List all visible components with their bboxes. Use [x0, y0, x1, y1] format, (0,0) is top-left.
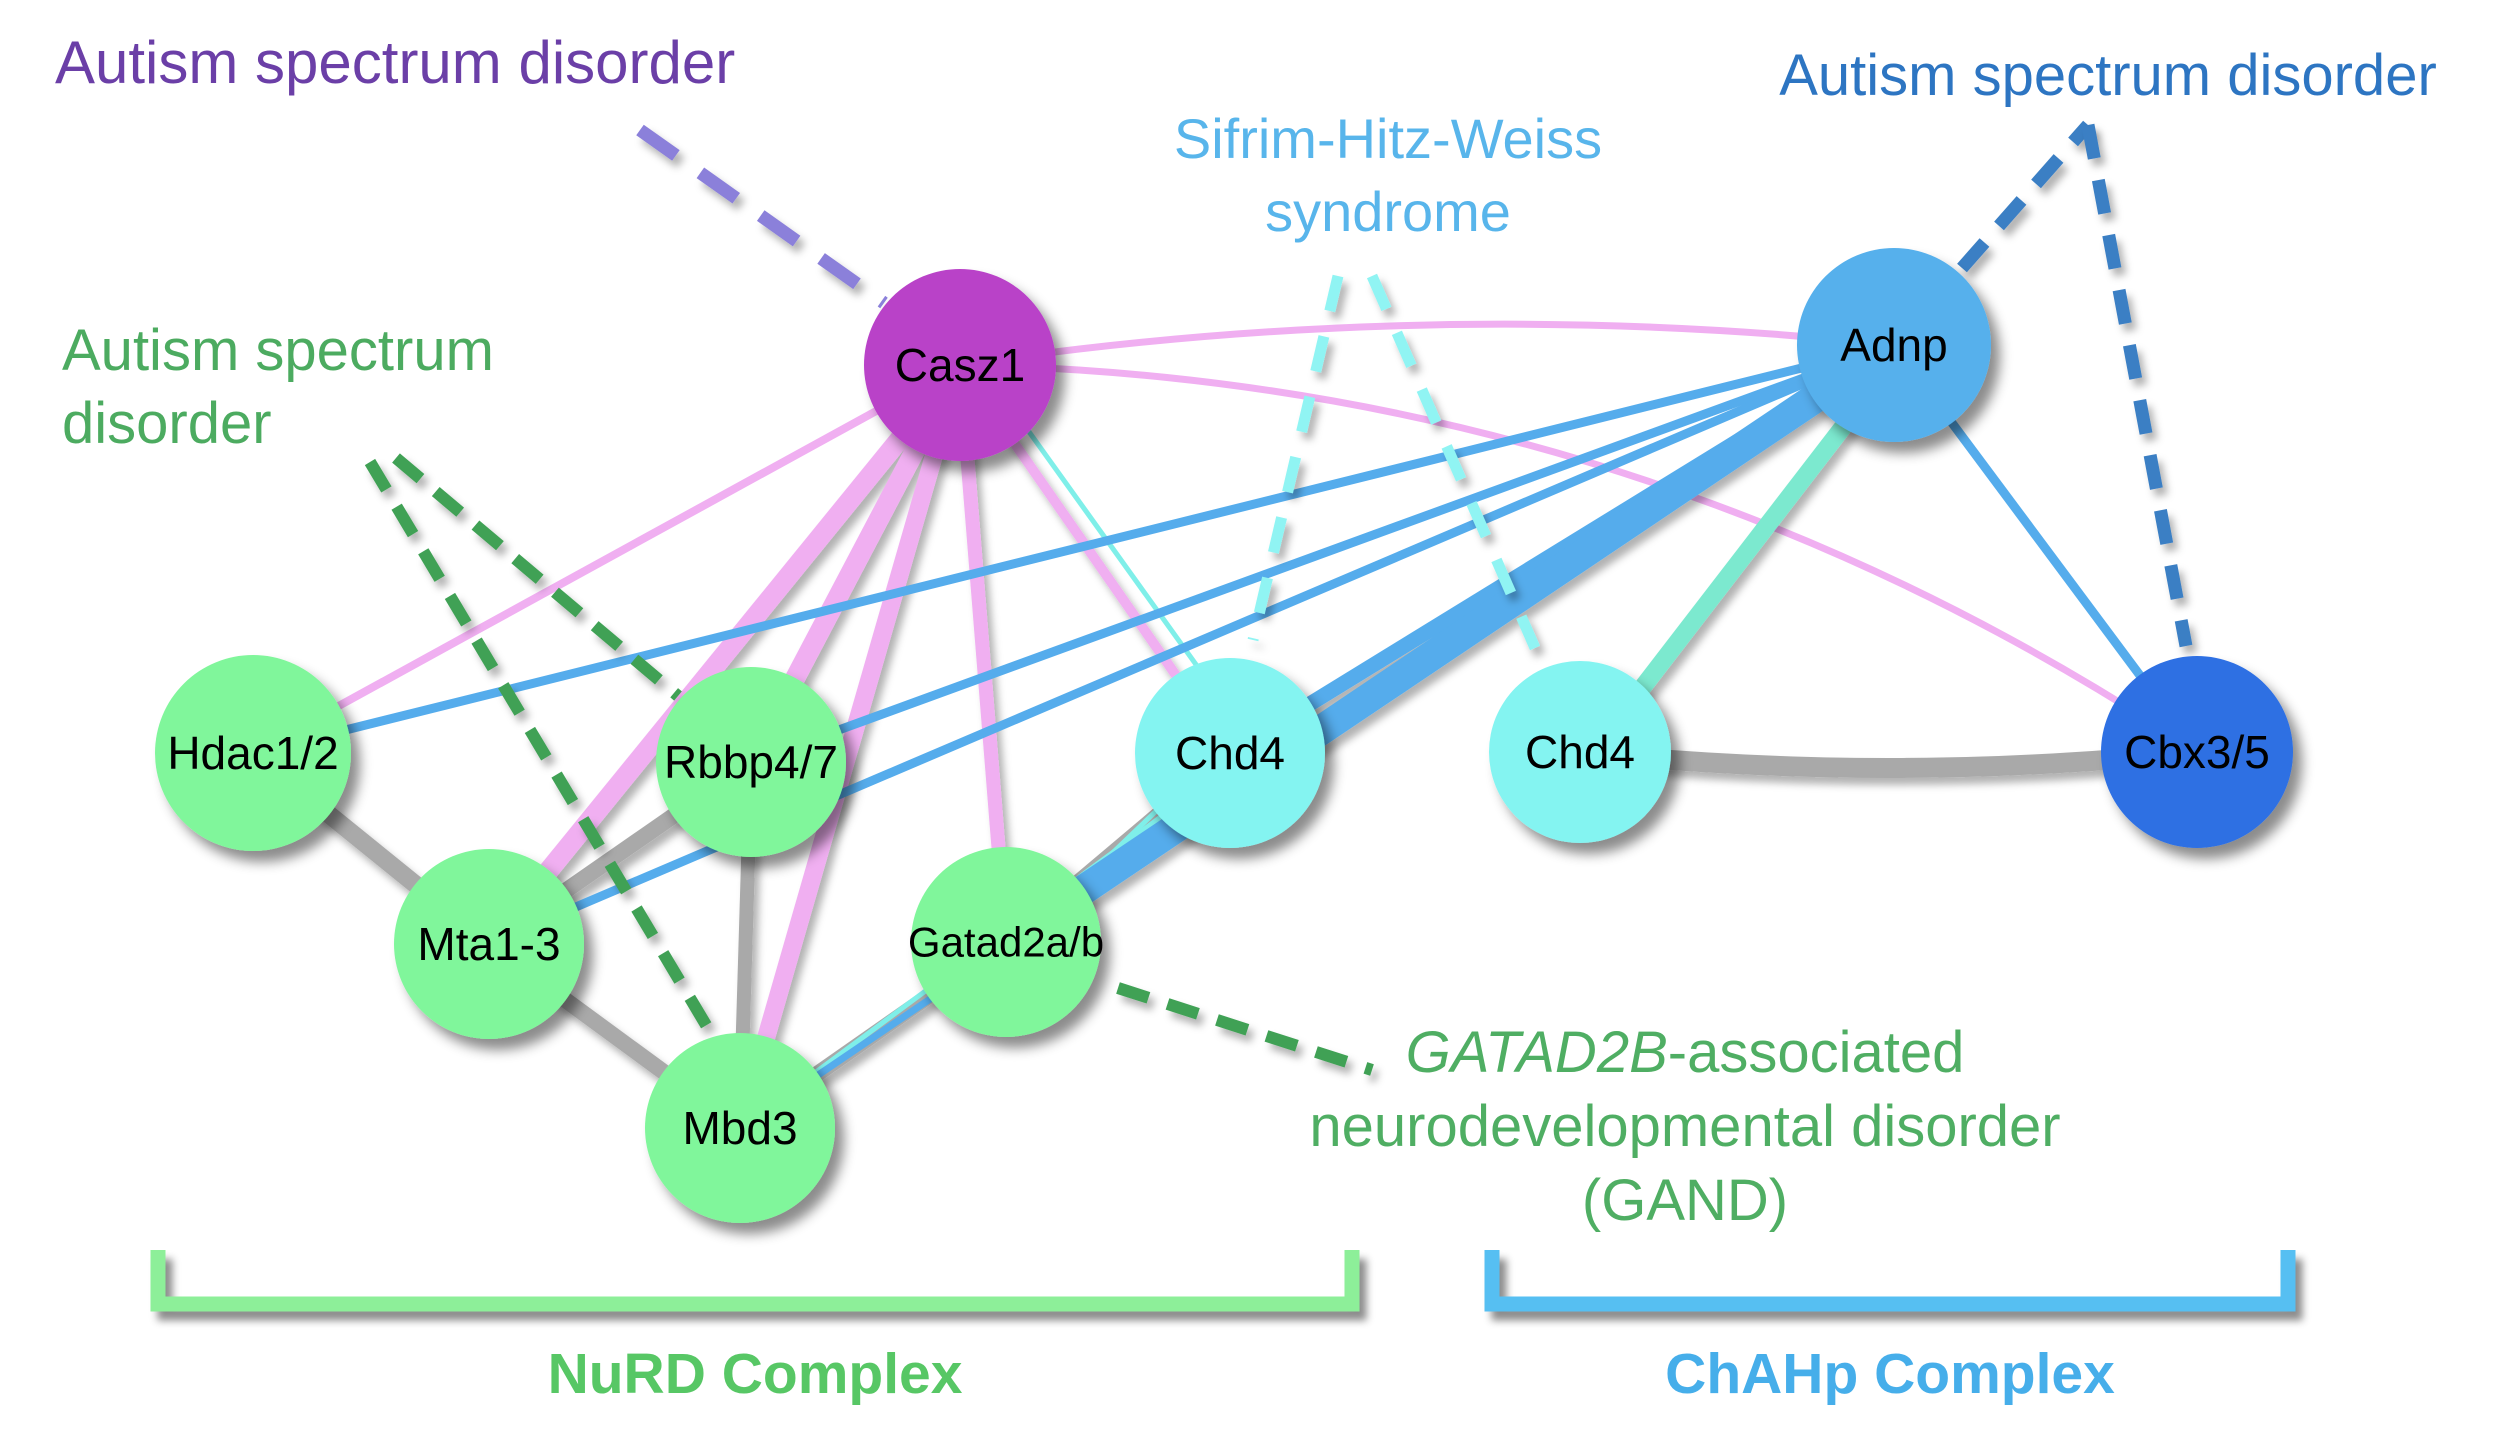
node-chd4l: Chd4	[1135, 658, 1325, 848]
annotation-line-asd-green-dash-rbbp	[392, 453, 682, 701]
label-gand-line0-seg1: -associated	[1668, 1020, 1965, 1085]
bracket-nurd	[150, 1250, 1360, 1312]
edge-casz1-hdac	[251, 361, 962, 757]
node-label-mta: Mta1-3	[417, 918, 560, 970]
edge-adnp-hdac	[251, 340, 1896, 758]
annotation-line-asd-blue-dash-adnp	[1957, 120, 2093, 273]
node-label-chd4l: Chd4	[1175, 727, 1285, 779]
label-asd-green-line0-seg0: Autism spectrum	[62, 318, 494, 383]
edge-casz1-mta	[481, 358, 968, 951]
label-asd-purple: Autism spectrum disorder	[55, 29, 735, 96]
annotation-line-asd-purple-dash	[636, 124, 888, 309]
node-rbbp: Rbbp4/7	[656, 667, 846, 857]
annotation-line-gand-dash	[1116, 982, 1374, 1076]
node-circle-adnp	[1797, 248, 1991, 442]
node-gatad: Gatad2a/b	[908, 847, 1104, 1037]
annotation-line-asd-green-dash-mbd3	[364, 458, 721, 1044]
annotation-line-shw-dash-chd4r	[1366, 273, 1541, 651]
annotation-line-shw-dash-chd4l	[1247, 274, 1344, 642]
node-circle-mbd3	[645, 1033, 835, 1223]
annotation-line-asd-blue-dash-cbx	[2081, 123, 2193, 648]
label-gand-line0-seg0: GATAD2B	[1406, 1020, 1668, 1085]
edge-casz1-mbd3	[731, 362, 969, 1131]
node-label-cbx: Cbx3/5	[2124, 726, 2270, 778]
node-circle-mta	[394, 849, 584, 1039]
node-label-rbbp: Rbbp4/7	[664, 736, 838, 788]
node-casz1: Casz1	[864, 269, 1056, 461]
label-gand: GATAD2B-associated neurodevelopmental dis…	[1309, 1020, 2060, 1233]
node-adnp: Adnp	[1797, 248, 1991, 442]
bracket-chahp-label: ChAHp Complex	[1665, 1342, 2115, 1406]
node-mbd3: Mbd3	[645, 1033, 835, 1223]
label-sifrim-hitz-weiss: Sifrim-Hitz-Weiss syndrome	[1174, 107, 1602, 243]
node-label-mbd3: Mbd3	[682, 1102, 797, 1154]
label-gand-line1-seg0: neurodevelopmental disorder	[1309, 1094, 2060, 1159]
edge-adnp-rbbp	[749, 340, 1896, 767]
node-label-casz1: Casz1	[895, 339, 1025, 391]
label-asd-green-line1-seg0: disorder	[62, 391, 272, 456]
node-label-gatad: Gatad2a/b	[908, 919, 1104, 966]
node-circle-cbx	[2101, 656, 2293, 848]
label-asd-green: Autism spectrum disorder	[62, 318, 494, 456]
node-circle-chd4r	[1489, 661, 1671, 843]
node-label-hdac: Hdac1/2	[167, 727, 338, 779]
bracket-nurd-label: NuRD Complex	[548, 1342, 963, 1406]
annotation-lines	[364, 120, 2193, 1076]
bracket-chahp	[1484, 1250, 2296, 1312]
node-circle-hdac	[155, 655, 351, 851]
node-label-chd4r: Chd4	[1525, 726, 1635, 778]
node-circle-casz1	[864, 269, 1056, 461]
edge-casz1-adnp	[959, 320, 1895, 369]
node-circle-gatad	[911, 847, 1101, 1037]
node-hdac: Hdac1/2	[155, 655, 351, 851]
complex-brackets: NuRD Complex ChAHp Complex	[150, 1250, 2296, 1406]
node-label-adnp: Adnp	[1840, 319, 1947, 371]
node-circle-chd4l	[1135, 658, 1325, 848]
node-chd4r: Chd4	[1489, 661, 1671, 843]
label-asd-blue: Autism spectrum disorder	[1779, 43, 2437, 108]
node-cbx: Cbx3/5	[2101, 656, 2293, 848]
label-sifrim-hitz-weiss-line1-seg0: syndrome	[1265, 180, 1511, 243]
edge-adnp-gatad	[997, 332, 1903, 955]
label-asd-blue-line0-seg0: Autism spectrum disorder	[1779, 43, 2437, 108]
label-sifrim-hitz-weiss-line0-seg0: Sifrim-Hitz-Weiss	[1174, 107, 1602, 170]
node-mta: Mta1-3	[394, 849, 584, 1039]
label-asd-purple-line0-seg0: Autism spectrum disorder	[55, 29, 735, 96]
label-gand-line2-seg0: (GAND)	[1582, 1168, 1788, 1233]
node-circle-rbbp	[656, 667, 846, 857]
edge-casz1-gatad	[953, 364, 1013, 943]
